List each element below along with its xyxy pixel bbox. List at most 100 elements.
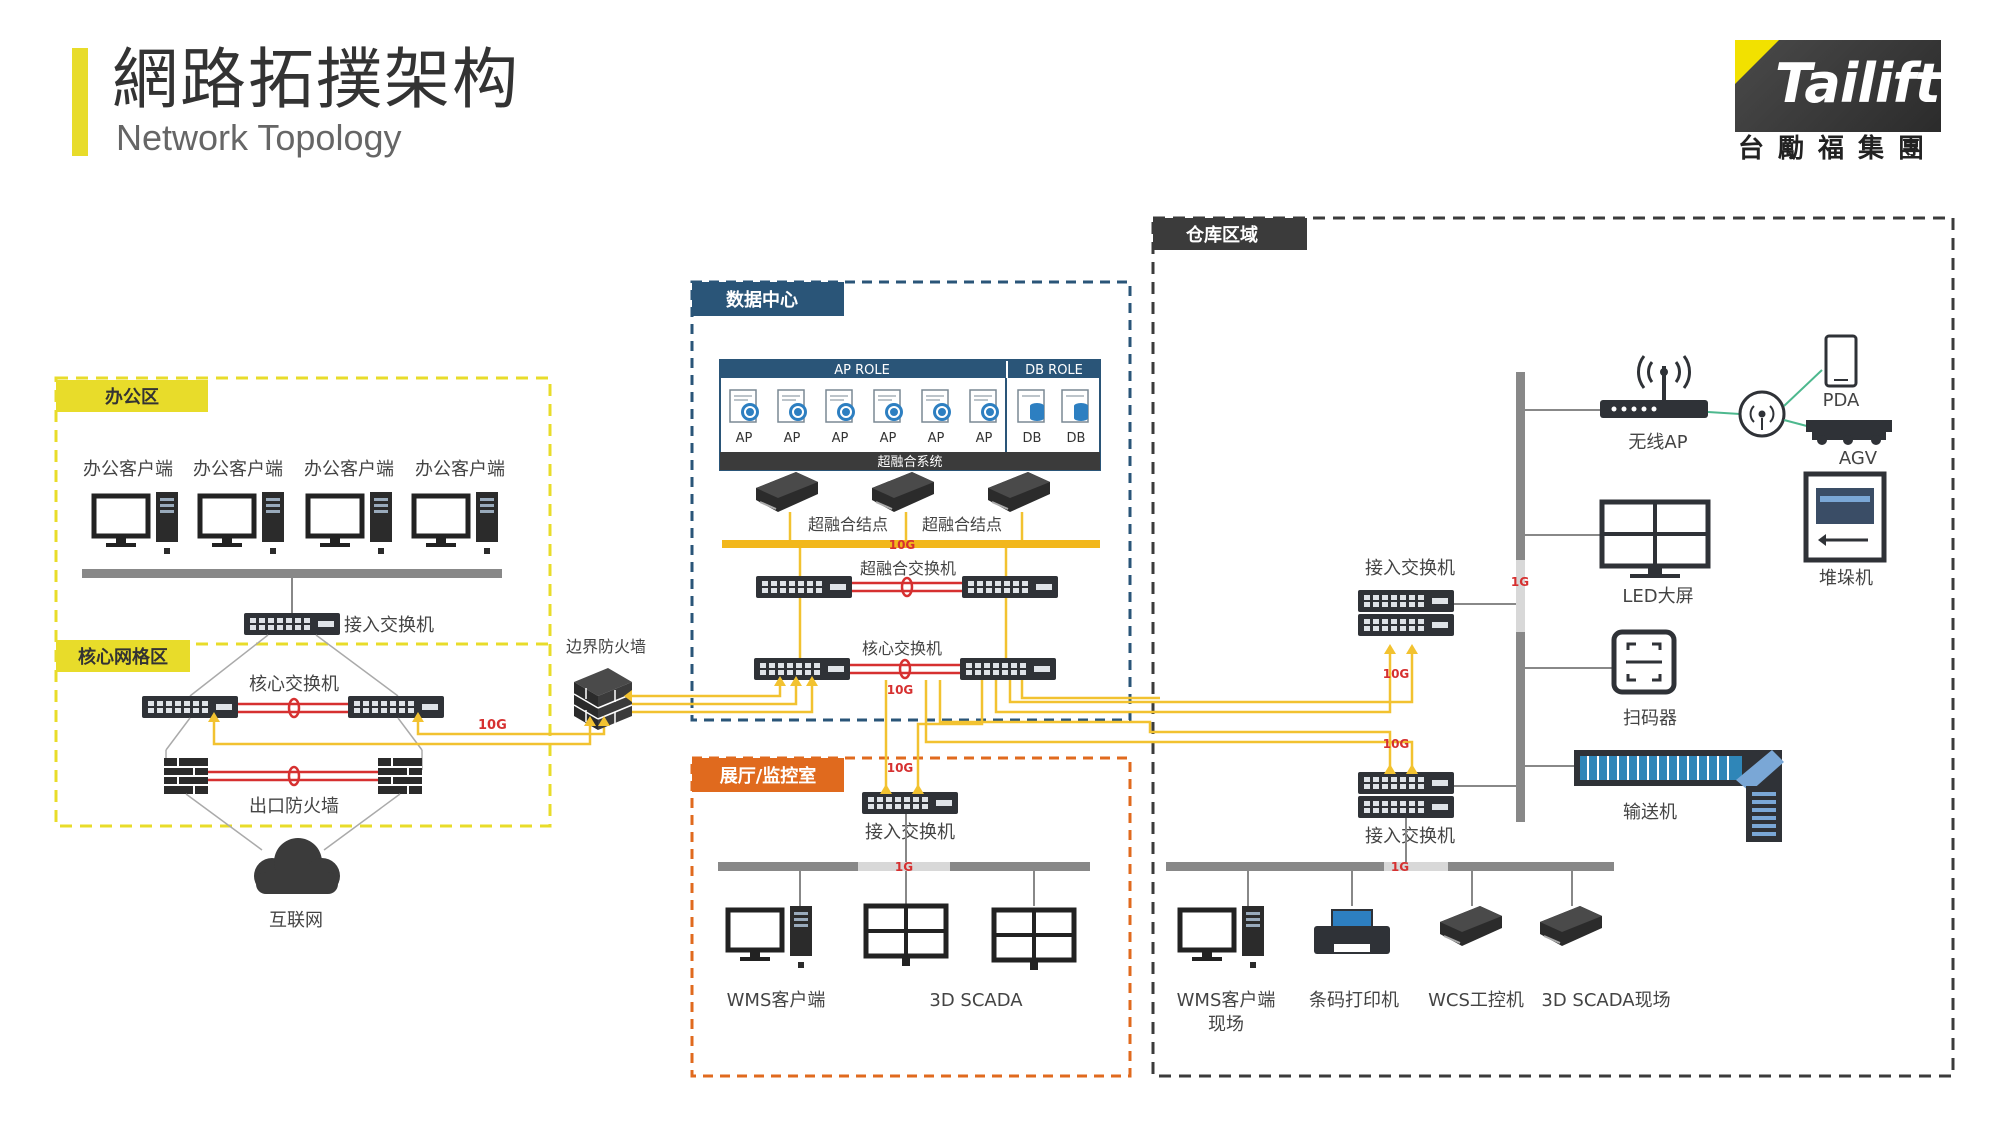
ap-node-label: AP xyxy=(832,431,849,446)
hci-node-server-icon xyxy=(871,471,935,513)
hci-node-server-icon xyxy=(755,471,819,513)
scada-screen-icon xyxy=(994,910,1074,970)
ap-vm-icon xyxy=(729,389,760,423)
agv-icon xyxy=(1806,420,1892,445)
showroom-zone-label-bg xyxy=(692,758,844,792)
ap-vm-icon xyxy=(969,389,1000,423)
logo-brand: Tailift xyxy=(1775,52,1941,115)
link-speed-label: 10G xyxy=(889,538,916,552)
redundancy-link-icon xyxy=(287,697,301,719)
hci-switch-label: 超融合交换机 xyxy=(860,559,956,578)
warehouse-zone-border xyxy=(1151,216,1955,1078)
barcode-printer-icon xyxy=(1314,909,1390,954)
internet-label: 互联网 xyxy=(269,910,323,931)
stacker-icon xyxy=(1803,471,1887,563)
desktop-pc-icon xyxy=(94,492,178,554)
link-speed-label: 1G xyxy=(895,860,913,874)
title-accent-bar xyxy=(72,48,88,156)
office-access-switch-label: 接入交换机 xyxy=(344,615,434,636)
core-switch-label: 核心交换机 xyxy=(249,674,339,695)
ap-node-label: AP xyxy=(736,431,753,446)
dc-core-switch-icon xyxy=(754,658,850,680)
conveyor-icon xyxy=(1574,750,1784,842)
datacenter-zone-label: 数据中心 xyxy=(726,289,798,311)
pda-label: PDA xyxy=(1823,390,1860,411)
warehouse-upper-switch-icon xyxy=(1358,614,1454,636)
warehouse-zone-label-bg xyxy=(1153,218,1307,250)
hci-node-label: 超融合结点 xyxy=(922,515,1002,534)
warehouse-lower-switch-icon xyxy=(1358,772,1454,794)
exit-firewall-icon xyxy=(163,757,209,795)
showroom-access-switch-label: 接入交换机 xyxy=(865,822,955,843)
datacenter-zone-label-bg xyxy=(692,282,844,316)
logo-mark-icon xyxy=(1735,40,1779,84)
page-title: 網路拓撲架构 xyxy=(112,41,520,118)
scada-field-label: 3D SCADA现场 xyxy=(1541,990,1670,1011)
core-switch-icon xyxy=(142,696,238,718)
wireless-ap-label: 无线AP xyxy=(1628,432,1687,453)
ap-vm-icon xyxy=(873,389,904,423)
hci-node-label: 超融合结点 xyxy=(808,515,888,534)
warehouse-lower-switch-icon xyxy=(1358,796,1454,818)
link-speed-label: 1G xyxy=(1511,575,1529,589)
link-speed-label: 1G xyxy=(1391,860,1409,874)
core-zone-label: 核心网格区 xyxy=(78,646,168,668)
link-speed-label: 10G xyxy=(478,718,507,733)
wms-field-client-label: WMS客户端 xyxy=(1177,990,1276,1011)
office-clients: 办公客户端 办公客户端 办公客户端 办公客户端 xyxy=(83,459,505,554)
office-client-label: 办公客户端 xyxy=(83,459,173,480)
db-vm-icon xyxy=(1017,389,1045,423)
warehouse-lower-switch-label: 接入交换机 xyxy=(1365,826,1455,847)
core-zone-label-bg xyxy=(56,640,190,672)
wifi-signal-icon xyxy=(1738,390,1786,438)
scada-screen-icon xyxy=(866,906,946,966)
showroom-scada-label: 3D SCADA xyxy=(929,990,1023,1011)
wms-client-pc-icon xyxy=(728,906,812,968)
link-speed-label: 10G xyxy=(1383,737,1410,751)
office-client-label: 办公客户端 xyxy=(193,459,283,480)
office-client-label: 办公客户端 xyxy=(304,459,394,480)
link-speed-label: 10G xyxy=(887,683,914,697)
company-logo: Tailift xyxy=(1735,40,1941,132)
led-screen-icon xyxy=(1599,499,1711,578)
wms-field-pc-icon xyxy=(1180,906,1264,968)
ap-node-label: AP xyxy=(784,431,801,446)
scanner-icon xyxy=(1611,629,1677,695)
scada-field-server-icon xyxy=(1539,905,1603,947)
desktop-pc-icon xyxy=(308,492,392,554)
scanner-label: 扫码器 xyxy=(1623,708,1677,729)
barcode-printer-label: 条码打印机 xyxy=(1309,990,1399,1011)
wms-field-client-sublabel: 现场 xyxy=(1208,1014,1244,1035)
ap-role-label: AP ROLE xyxy=(834,363,890,378)
office-zone-border xyxy=(54,376,552,828)
ap-vm-icon xyxy=(825,389,856,423)
ap-node-label: AP xyxy=(928,431,945,446)
showroom-zone-label: 展厅/监控室 xyxy=(720,765,817,787)
stacker-label: 堆垛机 xyxy=(1819,568,1873,589)
core-switch-icon xyxy=(348,696,444,718)
wireless-ap-icon xyxy=(1600,355,1708,418)
exit-firewall-icon xyxy=(377,757,423,795)
internet-cloud-icon xyxy=(254,838,340,894)
agv-label: AGV xyxy=(1839,448,1878,469)
border-firewall-label: 边界防火墙 xyxy=(566,637,646,656)
wcs-controller-icon xyxy=(1439,905,1503,947)
showroom-wms-client-label: WMS客户端 xyxy=(727,990,826,1011)
desktop-pc-icon xyxy=(200,492,284,554)
desktop-pc-icon xyxy=(414,492,498,554)
hci-switch-icon xyxy=(962,576,1058,598)
ap-vm-icon xyxy=(777,389,808,423)
showroom-zone-border xyxy=(690,756,1132,1078)
ap-vm-icon xyxy=(921,389,952,423)
hci-system-label: 超融合系统 xyxy=(877,455,942,470)
dc-core-switch-icon xyxy=(960,658,1056,680)
db-node-label: DB xyxy=(1023,431,1042,446)
dc-core-switch-label: 核心交换机 xyxy=(862,639,942,658)
datacenter-zone-border xyxy=(690,280,1132,722)
hci-switch-icon xyxy=(756,576,852,598)
wcs-controller-label: WCS工控机 xyxy=(1428,990,1524,1011)
showroom-access-switch-icon xyxy=(862,792,958,814)
link-speed-label: 10G xyxy=(887,761,914,775)
